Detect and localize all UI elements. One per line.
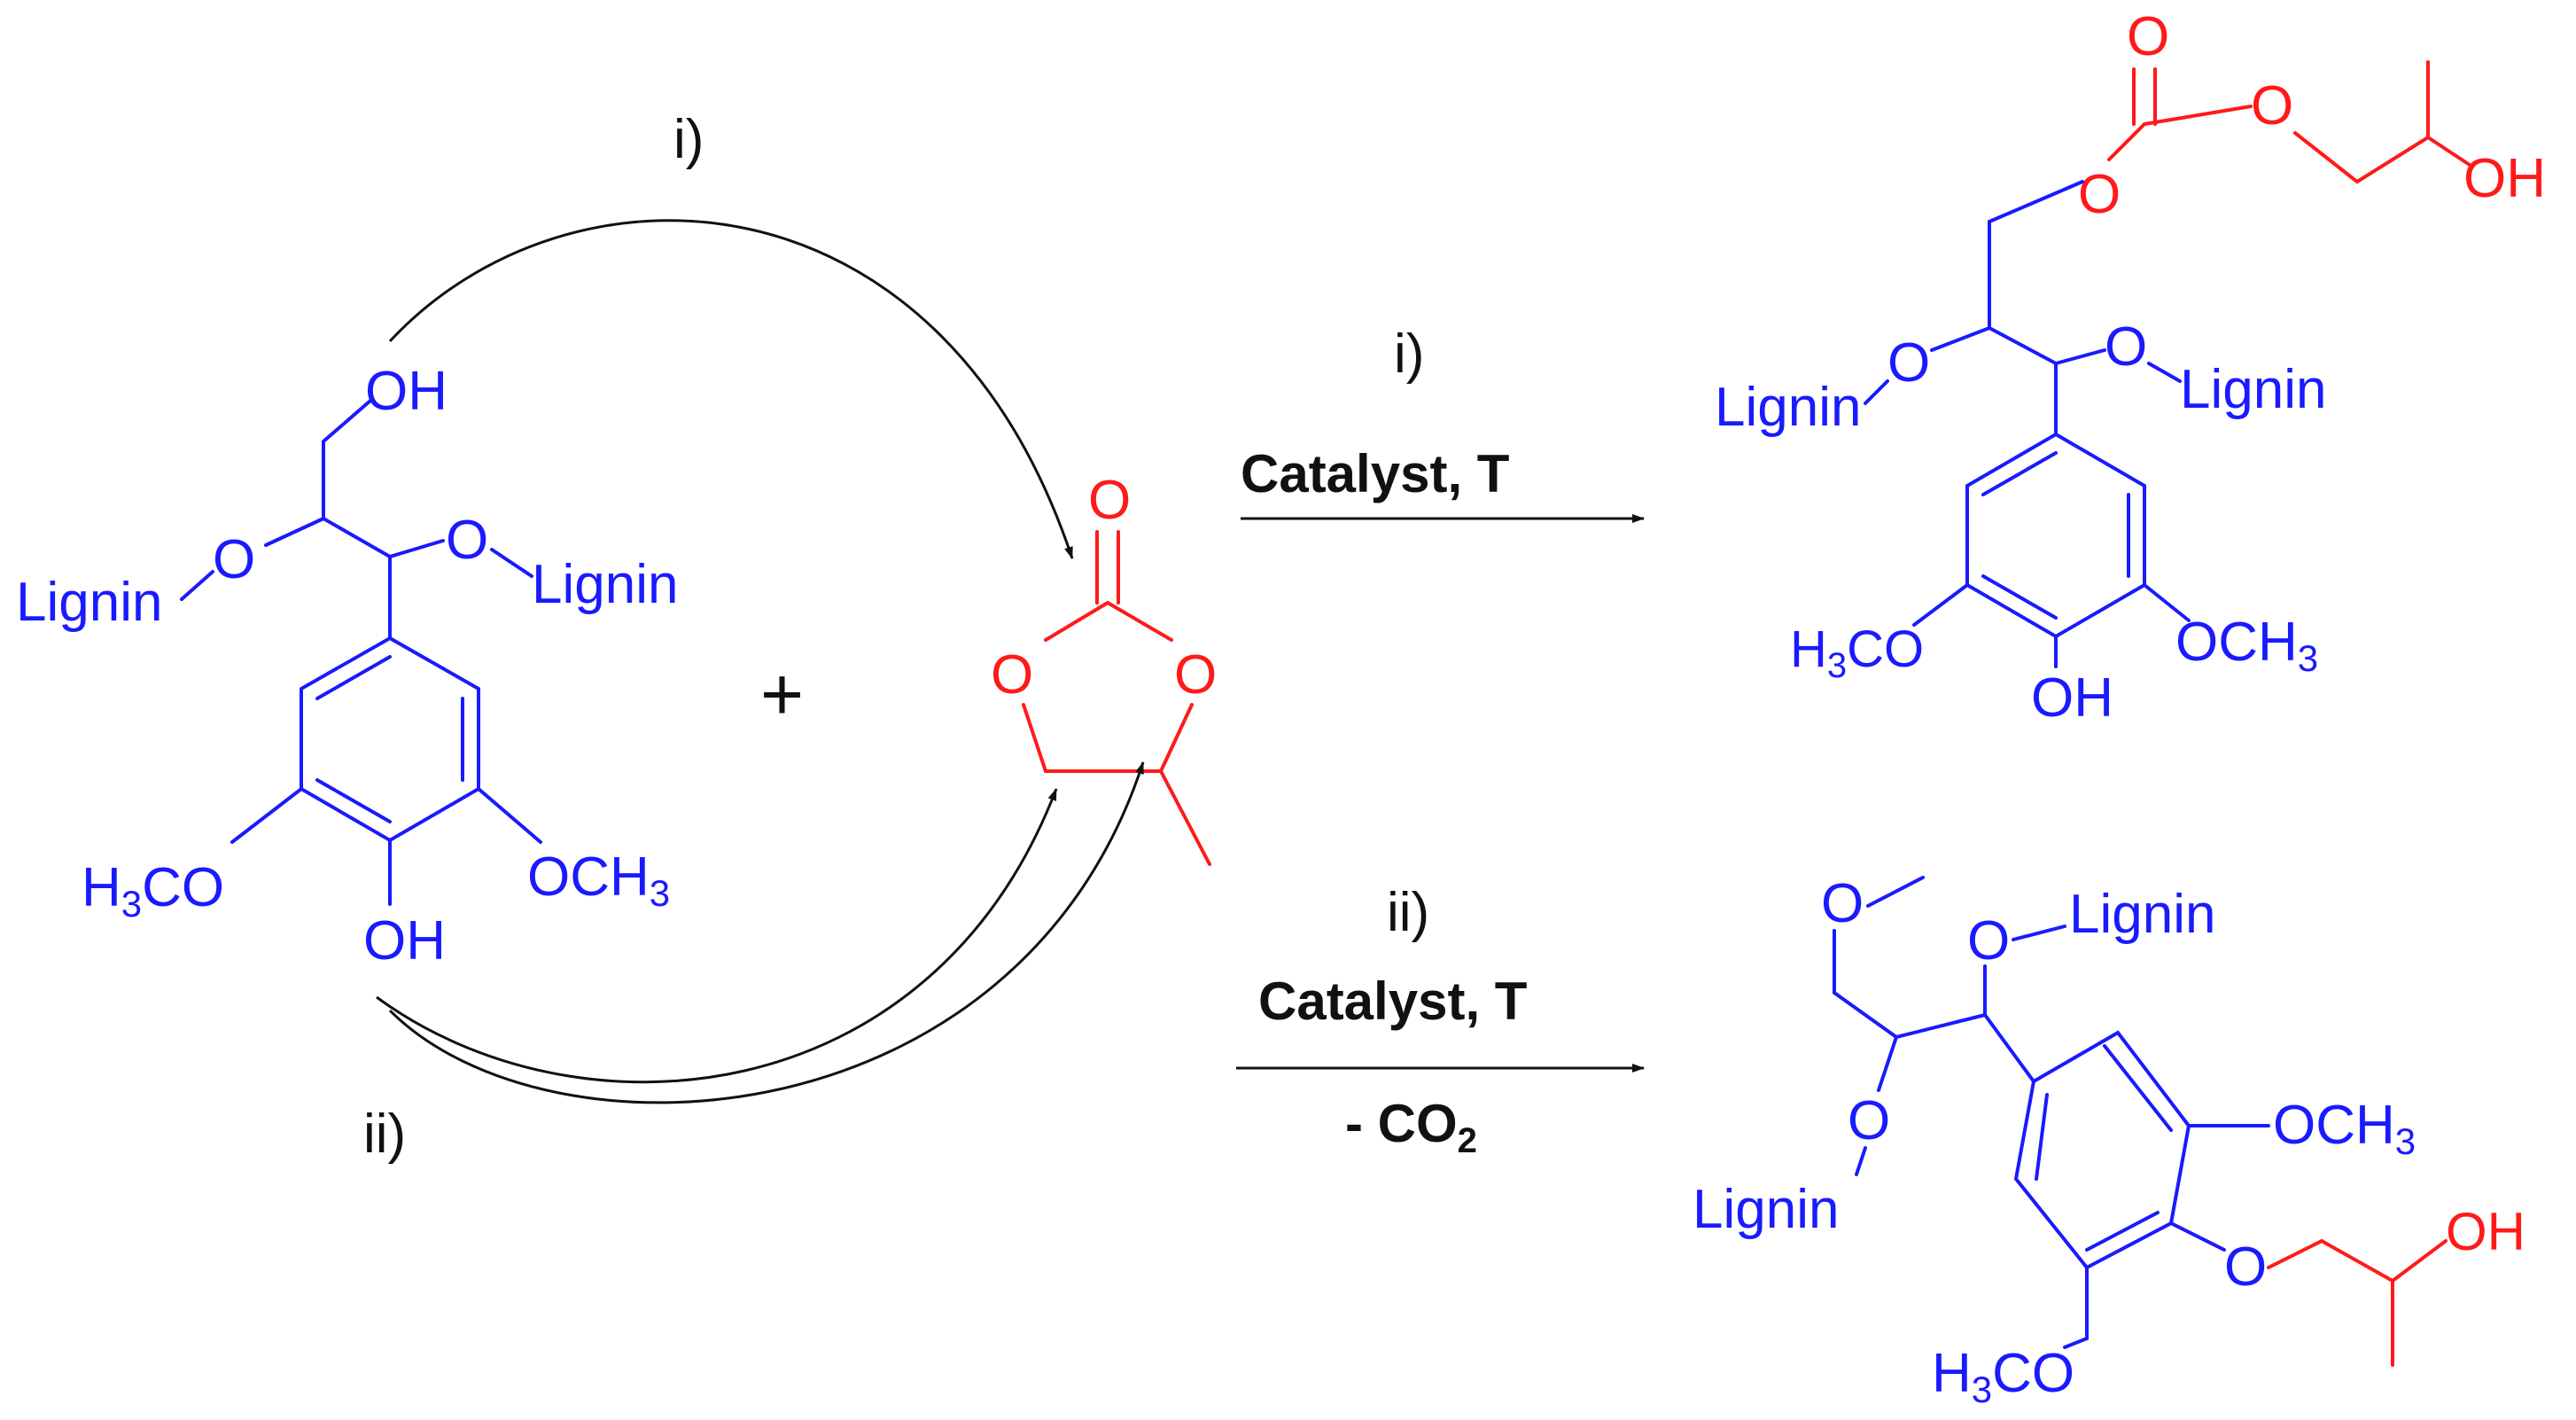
bond: [1022, 703, 1047, 773]
route-i-reagents: Catalyst, T: [1241, 444, 1509, 503]
bond: [2143, 583, 2191, 622]
bond: [2012, 925, 2066, 941]
product-i-o-carbonyl: O: [2127, 6, 2169, 67]
product-i-lignin-left: Lignin: [1715, 377, 1861, 438]
product-i-o-left: O: [1887, 332, 1930, 394]
product-ii-h3co: H3CO: [1932, 1343, 2074, 1410]
bond: [1981, 574, 2058, 620]
product-i-o-ester: O: [2251, 75, 2293, 137]
reactant-o-left: O: [213, 529, 255, 590]
route-i-label: i): [1394, 324, 1424, 385]
bond: [322, 517, 392, 558]
product-ii-och3: OCH3: [2273, 1095, 2416, 1162]
bond: [477, 787, 542, 844]
bond: [230, 787, 303, 844]
bond: [2143, 105, 2253, 126]
curved-arrow-ii-b: [388, 761, 1145, 1104]
bond: [1988, 326, 2058, 365]
bond: [1159, 703, 1194, 773]
product-i-h3co: H3CO: [1790, 620, 1924, 685]
route-ii-reagents: Catalyst, T: [1258, 971, 1527, 1031]
bond: [264, 517, 325, 547]
product-ii-o-left: O: [1848, 1090, 1890, 1151]
bond: [2054, 348, 2106, 365]
bond: [1833, 991, 1898, 1039]
reactant-h3co: H3CO: [82, 857, 224, 925]
product-i-o-link: O: [2078, 164, 2121, 225]
product-i-o-right: O: [2105, 316, 2147, 378]
bond: [1877, 1035, 1898, 1092]
bond: [2107, 122, 2146, 161]
bond: [1159, 769, 1211, 866]
bond: [1988, 180, 2084, 223]
bond: [1855, 1146, 1867, 1176]
reactant-och3: OCH3: [527, 847, 670, 914]
reaction-arrow-i: i) Catalyst, T: [1241, 324, 1645, 523]
bond: [322, 399, 372, 443]
reactant-oh-bottom: OH: [363, 910, 446, 971]
curved-arrow-ii-a: [376, 788, 1058, 1084]
bond: [1866, 876, 1925, 908]
bond: [1044, 601, 1109, 642]
bond: [1106, 601, 1173, 642]
bond: [490, 548, 533, 578]
bond: [1981, 451, 2058, 496]
benzene-ring: [300, 636, 480, 843]
bond: [2035, 1093, 2049, 1181]
route-ii-byproduct: - CO2: [1345, 1094, 1477, 1160]
bond: [1895, 1013, 1987, 1039]
bond: [1864, 379, 1889, 405]
bond: [2391, 1239, 2448, 1283]
product-ii: O O Lignin O Lignin OCH3 O OH H3CO: [1693, 873, 2525, 1410]
product-i: O O OH O O Lignin O Lignin H3CO OCH3 OH: [1715, 6, 2546, 729]
reaction-arrow-ii: ii) Catalyst, T - CO2: [1236, 882, 1645, 1160]
curve-label-top: i): [673, 109, 704, 170]
reactant-lignin-right: Lignin: [532, 554, 678, 615]
propylene-carbonate: O O O: [991, 470, 1217, 866]
bond: [2267, 1239, 2323, 1269]
reactant-o-right: O: [446, 510, 488, 571]
product-i-och3: OCH3: [2175, 612, 2318, 679]
bond: [2147, 362, 2182, 383]
bond: [1912, 583, 1969, 627]
bond: [1983, 1013, 2035, 1083]
bond: [2169, 1221, 2226, 1252]
pc-o-carbonyl: O: [1088, 470, 1131, 531]
reactant-lignin-left: Lignin: [16, 572, 162, 633]
bond: [2085, 1211, 2160, 1252]
route-ii-label: ii): [1387, 882, 1429, 943]
reactant-oh-top: OH: [365, 361, 447, 422]
pc-o-right: O: [1174, 644, 1217, 706]
bond: [2103, 1044, 2173, 1132]
product-ii-lignin-top: Lignin: [2069, 884, 2215, 945]
benzene-ring: [2013, 1030, 2191, 1270]
curve-label-bottom: ii): [363, 1104, 406, 1165]
pc-o-left: O: [991, 644, 1033, 706]
bond: [2355, 136, 2430, 183]
product-ii-o-top: O: [1821, 873, 1864, 934]
plus-sign: +: [760, 652, 804, 736]
bond: [315, 655, 392, 700]
product-i-oh-bottom: OH: [2031, 667, 2113, 729]
bond: [315, 778, 392, 823]
bond: [2063, 1337, 2089, 1349]
product-ii-o-ether: O: [2224, 1237, 2267, 1298]
bond: [2426, 136, 2474, 168]
reactant-lignin-unit: OH O Lignin O Lignin H3CO OCH3 OH: [16, 361, 678, 971]
bond: [388, 539, 445, 558]
bond: [2293, 131, 2359, 183]
product-i-oh: OH: [2463, 148, 2546, 209]
curved-arrows: i) ii): [363, 109, 1145, 1165]
product-ii-lignin-left: Lignin: [1693, 1179, 1839, 1240]
curved-arrow-i: [388, 219, 1074, 559]
bond: [180, 570, 214, 601]
benzene-ring: [1965, 432, 2146, 639]
product-ii-o-right: O: [1967, 910, 2010, 971]
product-i-lignin-right: Lignin: [2180, 359, 2326, 420]
bond: [2320, 1239, 2394, 1283]
product-ii-oh: OH: [2446, 1202, 2525, 1261]
bond: [1930, 326, 1991, 352]
